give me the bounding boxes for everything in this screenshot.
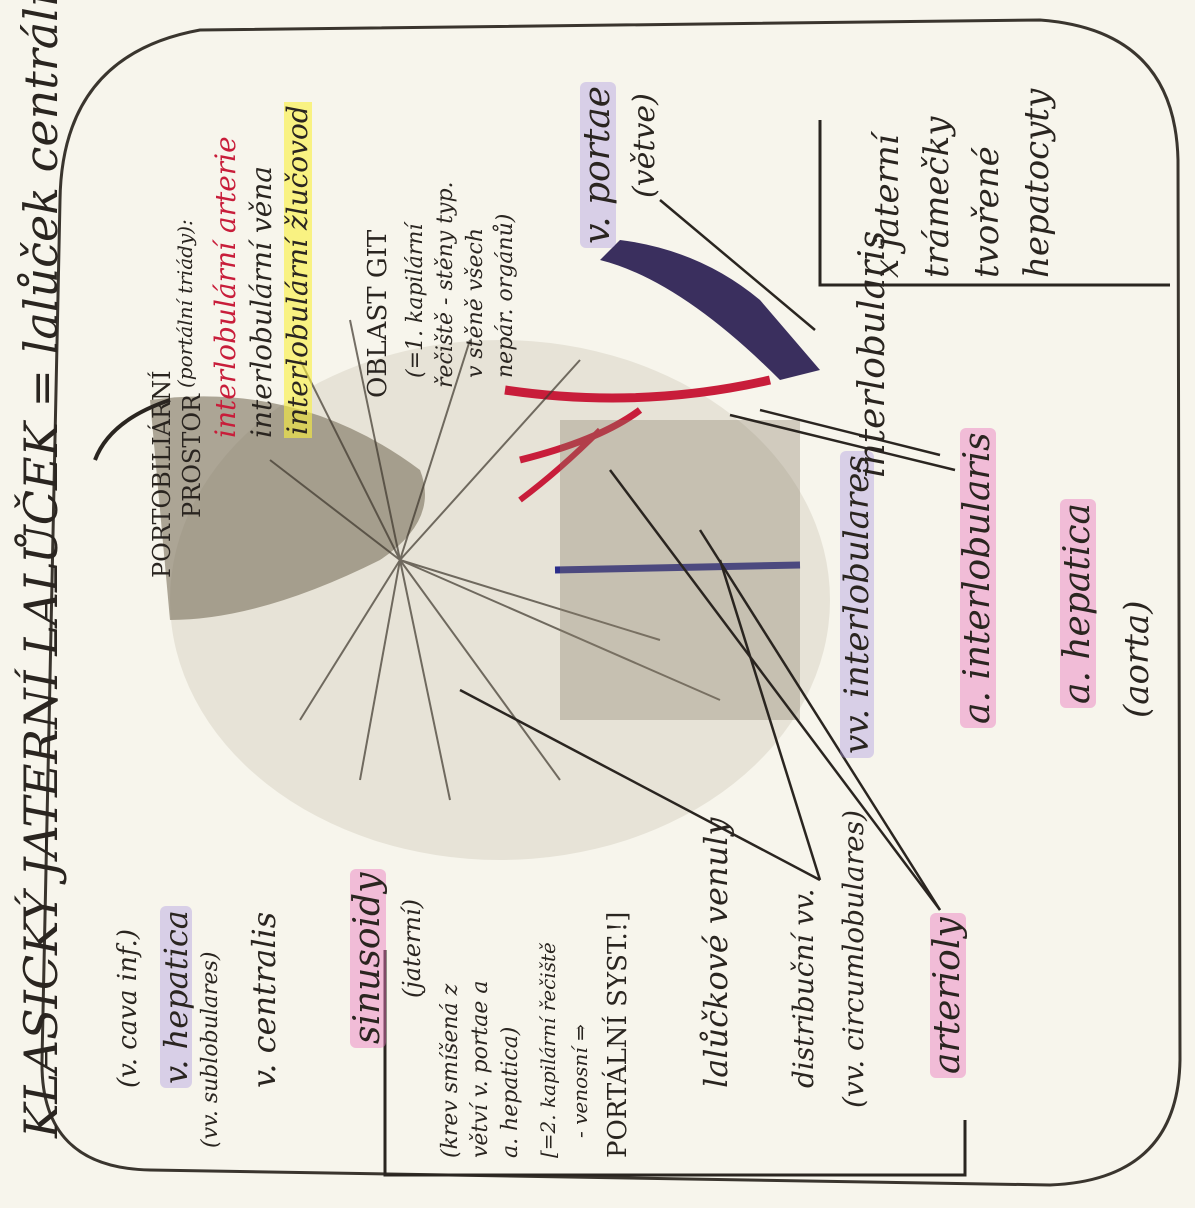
portobiliarni-label: PORTOBILIÁRNÍ [150, 370, 174, 578]
interlobularni-vena-label: interlobulární věna [248, 166, 276, 438]
kapilarni-1-line3: v stěně všech [465, 228, 487, 378]
a-hepatica-label: a. hepatica [1060, 499, 1096, 708]
kapilarni-1-line4: nepár. orgánů) [495, 214, 517, 378]
vetve-label: (větve) [630, 93, 660, 198]
lalueckove-venuly-label: lalůčkové venuly [700, 818, 732, 1088]
arterioly-label: arterioly [930, 913, 966, 1078]
a-interlobularis-label: a. interlobularis [960, 428, 996, 728]
title: KLASICKÝ JATERNÍ LALŮČEK = lalůček centr… [18, 0, 64, 1138]
krev-line1: (krev smíšená z [440, 984, 462, 1158]
prostor-label: PROSTOR [180, 394, 204, 518]
krev-line2: větví v. portae a [470, 981, 492, 1158]
sinusoidy-label: sinusoidy [350, 869, 386, 1048]
kapilarni-1-line2: řečiště - stěny typ. [435, 181, 457, 388]
kapilarni-line1: [=2. kapilární řečiště [538, 942, 558, 1158]
portalni-triady-label: (portální triády): [175, 219, 195, 388]
v-cava-label: (v. cava inf.) [115, 929, 141, 1088]
jaterni-label: (jaterní) [400, 899, 424, 998]
kapilarni-1-line1: (=1. kapilární [405, 224, 427, 378]
trabeculae-line2: trámečky [920, 117, 954, 278]
v-hepatica-label: v. hepatica [160, 906, 192, 1088]
v-portae-label: v. portae [580, 82, 616, 248]
distribucni-label: distribuční vv. [790, 888, 818, 1088]
portalni-system-label: PORTÁLNÍ SYST.!] [605, 912, 631, 1158]
interlobularni-zlucovod-label: interlobulární žlučovod [284, 102, 312, 438]
trabeculae-line4: hepatocyty [1020, 89, 1054, 278]
interlobularni-arterie-label: interlobulární arterie [212, 136, 240, 438]
vv-sublobulares-label: (vv. sublobulares) [200, 952, 222, 1148]
circumlobulares-label: (vv. circumlobulares) [840, 810, 868, 1108]
trabeculae-line1: x jaterní [870, 134, 904, 278]
krev-line3: a. hepatica) [500, 1027, 522, 1158]
trabeculae-line3: tvořené [970, 146, 1004, 278]
kapilarni-line2: - venosní ⇒ [570, 1024, 590, 1138]
v-centralis-label: v. centralis [248, 912, 280, 1088]
aorta-label: (aorta) [1120, 601, 1154, 718]
oblast-git-label: OBLAST GIT [365, 230, 391, 398]
vv-interlobulares-label: vv. interlobulares [840, 451, 874, 758]
